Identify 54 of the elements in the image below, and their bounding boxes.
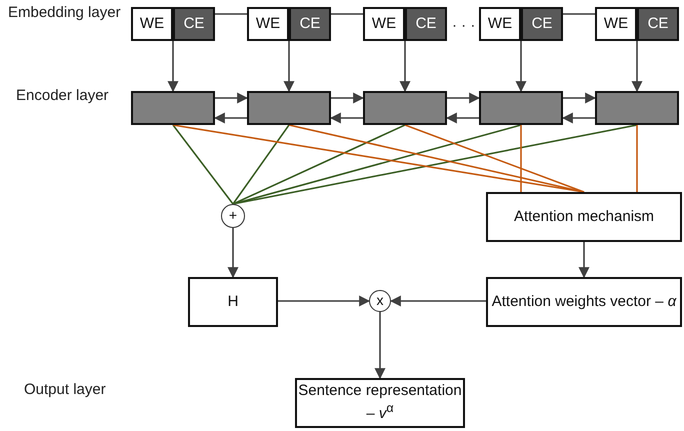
embedding-box: CE bbox=[405, 7, 447, 41]
operator-circle: x bbox=[369, 290, 391, 312]
layer-label: Encoder layer bbox=[16, 87, 110, 106]
embedding-box: WE bbox=[363, 7, 405, 41]
connector-line bbox=[232, 124, 406, 205]
process-box: H bbox=[188, 277, 278, 327]
arrow bbox=[632, 41, 642, 92]
encoder-box bbox=[247, 91, 331, 125]
arrow bbox=[447, 92, 480, 104]
embedding-box: WE bbox=[247, 7, 289, 41]
encoder-box bbox=[363, 91, 447, 125]
connector-line bbox=[636, 125, 638, 192]
connector-line bbox=[232, 124, 290, 204]
arrow bbox=[516, 41, 526, 92]
layer-label: Embedding layer bbox=[8, 4, 122, 23]
arrow bbox=[215, 92, 248, 104]
arrow bbox=[214, 112, 247, 124]
process-box: Attention weights vector – α bbox=[486, 277, 682, 327]
embedding-box: WE bbox=[595, 7, 637, 41]
embedding-box: CE bbox=[637, 7, 679, 41]
arrow bbox=[390, 296, 486, 306]
embedding-box: CE bbox=[521, 7, 563, 41]
operator-circle: + bbox=[221, 204, 245, 228]
process-box: Sentence representation – v$^{α}$ bbox=[295, 378, 465, 428]
encoder-box bbox=[479, 91, 563, 125]
ellipsis: · · · bbox=[452, 17, 476, 36]
arrow bbox=[278, 296, 370, 306]
arrow bbox=[562, 112, 595, 124]
encoder-box bbox=[131, 91, 215, 125]
connector-line bbox=[232, 124, 522, 205]
arrow bbox=[446, 112, 479, 124]
connector-line bbox=[404, 124, 584, 193]
arrow bbox=[331, 92, 364, 104]
connector-line bbox=[232, 124, 638, 205]
embedding-box: CE bbox=[173, 7, 215, 41]
arrow bbox=[563, 92, 596, 104]
embedding-box: WE bbox=[479, 7, 521, 41]
arrow bbox=[228, 228, 238, 278]
arrow bbox=[374, 312, 386, 380]
arrow bbox=[400, 41, 410, 92]
layer-label: Output layer bbox=[24, 381, 107, 400]
arrow bbox=[284, 41, 294, 92]
encoder-box bbox=[595, 91, 679, 125]
arrow bbox=[168, 41, 178, 92]
connector-line bbox=[172, 124, 234, 204]
connector-line bbox=[215, 13, 247, 15]
arrow bbox=[578, 242, 590, 278]
connector-line bbox=[331, 13, 363, 15]
connector-line bbox=[520, 125, 522, 192]
embedding-box: WE bbox=[131, 7, 173, 41]
arrow bbox=[330, 112, 363, 124]
embedding-box: CE bbox=[289, 7, 331, 41]
connector-line bbox=[563, 13, 595, 15]
process-box: Attention mechanism bbox=[486, 192, 682, 242]
